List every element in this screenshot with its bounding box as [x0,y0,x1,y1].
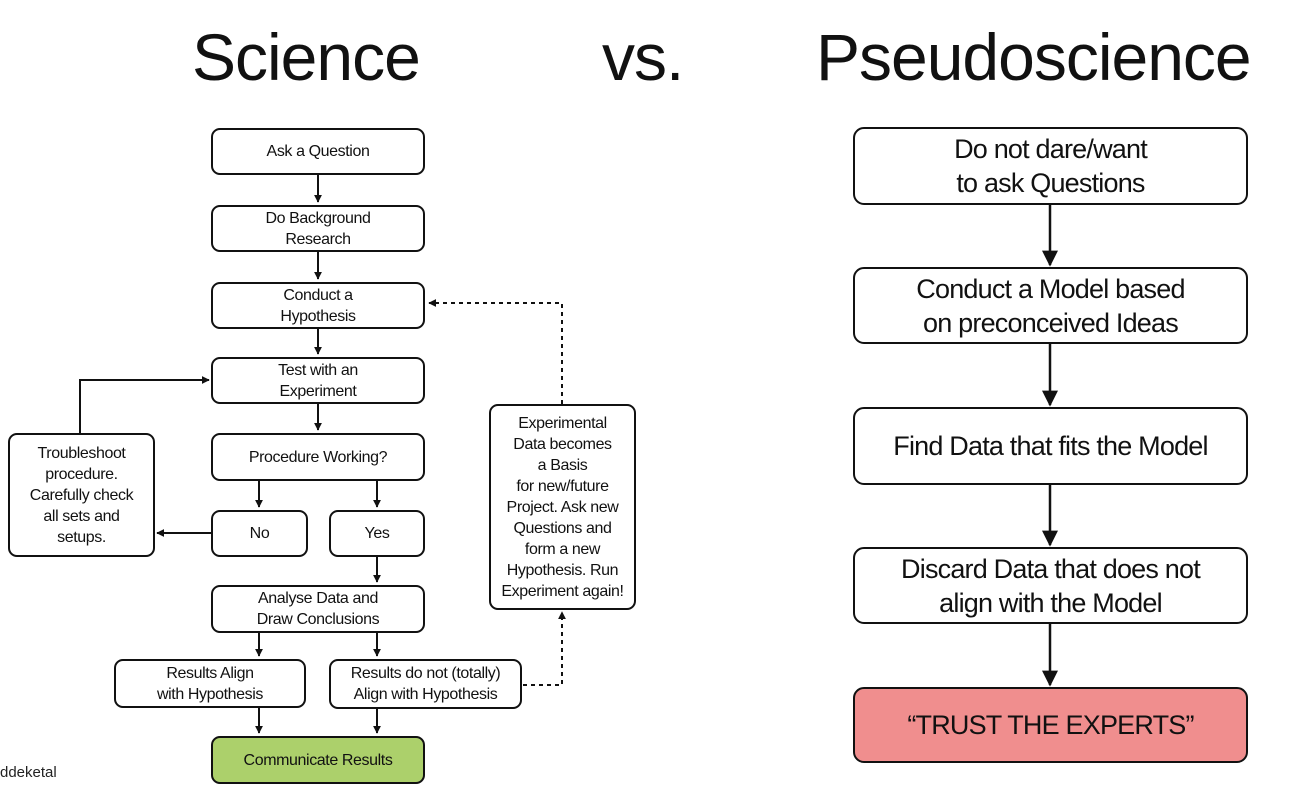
box-background-research: Do Background Research [211,205,425,252]
arrow-troubleshoot-to-experiment [79,376,210,433]
box-no: No [211,510,308,557]
title-science: Science [192,20,421,94]
box-trust-experts: “TRUST THE EXPERTS” [853,687,1248,763]
box-experimental-feedback: Experimental Data becomes a Basis for ne… [489,404,636,610]
box-find-data: Find Data that fits the Model [853,407,1248,485]
box-analyse-data: Analyse Data and Draw Conclusions [211,585,425,633]
dotted-not-align-to-feedback [523,611,566,686]
box-ask-question: Ask a Question [211,128,425,175]
box-test-experiment: Test with an Experiment [211,357,425,404]
box-results-not-align: Results do not (totally) Align with Hypo… [329,659,522,709]
box-troubleshoot: Troubleshoot procedure. Carefully check … [8,433,155,557]
title-vs: vs. [602,20,684,94]
box-results-align: Results Align with Hypothesis [114,659,306,708]
box-discard-data: Discard Data that does not align with th… [853,547,1248,624]
dotted-feedback-to-hypothesis [428,299,563,404]
credit-text: ddeketal [0,764,57,781]
title-pseudoscience: Pseudoscience [816,20,1252,94]
box-no-questions: Do not dare/want to ask Questions [853,127,1248,205]
box-preconceived-model: Conduct a Model based on preconceived Id… [853,267,1248,344]
box-conduct-hypothesis: Conduct a Hypothesis [211,282,425,329]
box-communicate-results: Communicate Results [211,736,425,784]
box-procedure-working: Procedure Working? [211,433,425,481]
box-yes: Yes [329,510,425,557]
